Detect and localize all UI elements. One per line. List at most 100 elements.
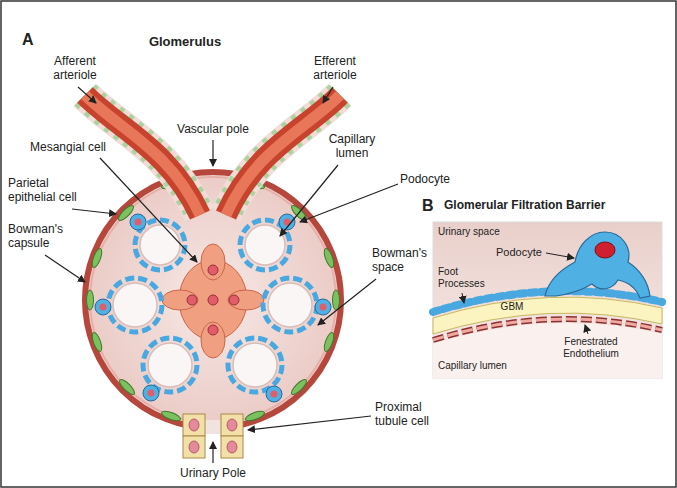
part-label: Parietal epithelial cell <box>8 176 98 205</box>
podocyte-nucleus <box>100 304 107 311</box>
tubule-cell <box>221 414 243 436</box>
leader-arrow <box>72 209 116 214</box>
mesangial-matrix <box>201 244 225 280</box>
part-label: Efferent arteriole <box>300 54 370 83</box>
leader-arrow <box>462 293 464 303</box>
parietal-cell <box>90 331 103 352</box>
parietal-cell <box>333 290 340 310</box>
leader-arrow <box>212 140 213 166</box>
podocyte-process <box>263 278 317 332</box>
region-label: Capillary lumen <box>438 360 558 372</box>
parietal-cell <box>322 247 335 268</box>
parietal-cell <box>87 290 94 310</box>
capillary-loop <box>245 225 285 265</box>
part-label: Mesangial cell <box>30 140 130 154</box>
afferent-wall <box>85 95 200 215</box>
part-label: Bowman's capsule <box>8 222 73 251</box>
tubule-cell <box>183 414 205 436</box>
parietal-cells <box>87 177 340 422</box>
part-label: Proximal tubule cell <box>375 400 445 429</box>
leader-arrow <box>280 165 338 236</box>
podocyte-body <box>143 385 159 401</box>
tubule-nucleus <box>227 419 237 431</box>
part-label: GBM <box>496 301 528 313</box>
capsule-inner-line <box>90 177 336 423</box>
part-label: Afferent arteriole <box>40 54 110 83</box>
efferent-cells <box>226 95 340 215</box>
efferent-arteriole <box>226 95 340 215</box>
podocyte-nucleus <box>135 219 142 226</box>
podocyte-coats <box>108 220 317 392</box>
tubule-nucleus <box>189 419 199 431</box>
podocyte-body <box>266 386 282 402</box>
leader-arrows <box>462 253 588 334</box>
mesangial-nucleus <box>229 295 239 305</box>
podocyte-body <box>315 299 331 315</box>
efferent-wall <box>226 95 340 215</box>
podocyte-nuclei <box>100 219 327 398</box>
panel-letter: A <box>22 30 46 49</box>
urinary-pole-opening <box>205 420 221 434</box>
panel-letter: B <box>422 196 442 215</box>
region-label: Urinary space <box>438 226 538 238</box>
podocyte-process <box>108 278 162 332</box>
fenestrated-endothelium <box>433 319 662 340</box>
tubule-nucleus <box>227 441 237 453</box>
efferent-lumen <box>226 95 340 215</box>
capillary-loop <box>268 283 312 327</box>
panel-title: Glomerular Filtration Barrier <box>444 198 664 212</box>
barrier-panel <box>433 222 662 378</box>
part-label: Capillary lumen <box>322 132 382 161</box>
parietal-cell <box>117 377 136 396</box>
podocyte-process <box>228 338 282 392</box>
parietal-cell <box>90 247 103 268</box>
leader-arrow <box>100 158 197 262</box>
podocyte-nucleus <box>320 304 327 311</box>
part-label: Urinary Pole <box>160 466 266 480</box>
part-label: Podocyte <box>400 172 470 186</box>
mesangial-matrix <box>201 322 225 358</box>
leader-arrow <box>585 325 588 334</box>
bowmans-capsule <box>85 172 341 428</box>
capillary-loop <box>140 225 180 265</box>
mesangial-nucleus <box>187 295 197 305</box>
podocyte-body <box>130 214 146 230</box>
capillary-loop <box>113 283 157 327</box>
mesangial-nucleus <box>208 325 218 335</box>
part-label: Fenestrated Endothelium <box>556 336 626 360</box>
mesangial-nucleus <box>208 265 218 275</box>
parietal-cell <box>289 377 308 396</box>
mesangial-matrix <box>162 290 198 310</box>
parietal-cell <box>160 409 181 422</box>
panel-title: Glomerulus <box>140 34 230 50</box>
part-label: Bowman's space <box>372 246 432 275</box>
tubule-cell <box>221 436 243 458</box>
part-label: Podocyte <box>496 246 551 259</box>
tubule-nucleus <box>189 441 199 453</box>
leader-arrow <box>45 255 85 282</box>
podocyte-nucleus <box>595 242 615 258</box>
leader-arrow <box>323 87 333 103</box>
podocyte-body <box>95 299 111 315</box>
tubule-cell <box>183 436 205 458</box>
afferent-arteriole <box>85 95 200 215</box>
mesangial-nucleus <box>208 295 218 305</box>
parietal-cell <box>322 331 335 352</box>
leader-arrow <box>212 442 213 463</box>
podocyte-nucleus <box>271 391 278 398</box>
leader-arrow <box>546 253 574 258</box>
podocyte-bodies <box>95 214 331 402</box>
mesangial-nuclei <box>187 265 239 335</box>
capillary-loop <box>233 343 277 387</box>
podocyte-process <box>143 338 197 392</box>
podocyte-nucleus <box>148 390 155 397</box>
endothelium-outline <box>433 319 662 340</box>
parietal-cell <box>244 409 265 422</box>
afferent-lumen <box>85 95 200 215</box>
mesangial-matrix <box>179 260 247 340</box>
podocyte-cell <box>545 232 650 298</box>
mesangial-matrix <box>228 290 264 310</box>
leader-arrow <box>78 87 96 103</box>
